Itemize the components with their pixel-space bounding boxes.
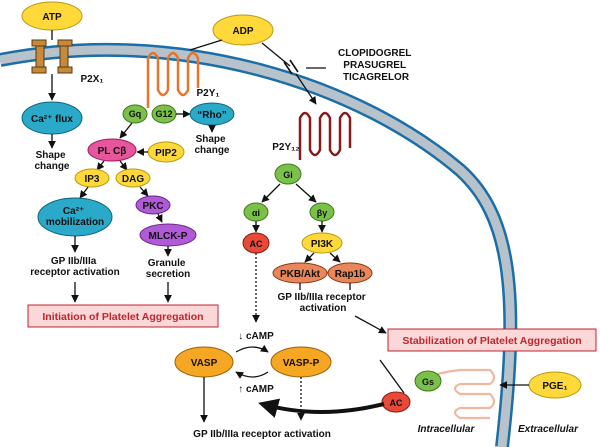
stabilization-box	[387, 328, 597, 352]
pge1-receptor	[419, 368, 496, 420]
ac2-label: AC	[390, 398, 403, 408]
adp-node	[212, 14, 274, 46]
gp-act-1-label: GP IIb/IIIa receptor activation	[30, 256, 119, 278]
initiation-box	[27, 304, 219, 328]
granule-label: Granule secretion	[146, 258, 190, 280]
alpha-i-label: αi	[252, 208, 260, 218]
pi3k-label: PI3K	[311, 239, 334, 250]
inhibit-bar-1	[283, 61, 293, 75]
pkc-label: PKC	[142, 201, 163, 212]
vasp-label: VASP	[191, 358, 218, 369]
inhibit-bar-2	[289, 59, 299, 73]
gp-act-2-l1: GP IIb/IIIa receptor	[278, 292, 366, 303]
pkc-to-mlck-arrow	[155, 213, 163, 223]
rho-label: “Rho”	[197, 110, 226, 121]
beta-y-label: βγ	[317, 208, 328, 218]
granule-l2: secretion	[146, 269, 190, 280]
ca-flux-label: Ca²⁺ flux	[31, 114, 73, 125]
shape-change-1-l2: change	[34, 161, 69, 172]
pi3k-to-rap-arrow	[329, 252, 341, 263]
vaspp-to-vasp-arrow	[235, 371, 269, 379]
ac2-node	[381, 391, 411, 413]
p2y1-receptor	[146, 51, 200, 108]
vaspp-label: VASP-P	[283, 358, 320, 369]
ac2-to-stab-line	[379, 359, 405, 394]
ip3-to-camob-arrow	[79, 186, 89, 199]
pip2-label: PIP2	[155, 148, 177, 159]
intracellular-label: Intracellular	[418, 424, 476, 435]
camp-up-label: ↑ cAMP	[238, 384, 274, 395]
gp2-to-stab-arrow	[354, 315, 387, 334]
extracellular-label: Extracellular	[518, 424, 579, 435]
vasp-to-vaspp-arrow	[235, 344, 269, 353]
plcb-to-ip3-arrow	[96, 160, 105, 171]
cell-membrane-inner	[0, 45, 515, 447]
gs-node	[414, 370, 442, 392]
adp-to-p2y12-line	[261, 42, 291, 67]
initiation-label: Initiation of Platelet Aggregation	[42, 311, 203, 323]
g12-label: G12	[155, 109, 172, 119]
camp-down-label: ↓ cAMP	[238, 331, 274, 342]
pi3k-node	[301, 232, 343, 254]
adp-to-p2y12-arrow	[295, 73, 317, 105]
ca-mob-l1: Ca²⁺	[63, 206, 84, 217]
p2y1-label: P2Y₁	[196, 88, 219, 99]
ip3-label: IP3	[84, 174, 99, 185]
gq-node	[122, 104, 148, 124]
ca-mob-label: Ca²⁺ mobilization	[46, 206, 104, 228]
ip3-node	[74, 168, 110, 188]
adp-label: ADP	[232, 26, 253, 37]
dag-label: DAG	[122, 174, 144, 185]
adp-to-p2y1-arrow	[189, 39, 223, 51]
stabilization-label: Stabilization of Platelet Aggregation	[402, 335, 581, 347]
atp-label: ATP	[42, 12, 62, 23]
drug-1: CLOPIDOGREL	[338, 48, 411, 59]
ca-mob-l2: mobilization	[46, 217, 104, 228]
p2y12-label: P2Y₁₂	[272, 142, 299, 153]
rap1b-label: Rap1b	[335, 269, 366, 280]
gi-to-beta-arrow	[295, 183, 317, 203]
pkb-label: PKB/Akt	[280, 269, 321, 280]
shape-change-1-label: Shape change	[34, 150, 69, 172]
drug-3: TICAGRELOR	[343, 72, 410, 83]
gq-label: Gq	[129, 109, 142, 119]
gp-act-1-l2: receptor activation	[30, 267, 119, 278]
p2x1-label: P2X₁	[80, 74, 103, 85]
gp-act-2-l2: activation	[300, 303, 347, 314]
shape-change-1-l1: Shape	[36, 150, 66, 161]
plcb-to-dag-arrow	[119, 160, 128, 171]
gp-act-3-label: GP IIb/IIIa receptor activation	[193, 429, 331, 440]
gp-act-1-l1: GP IIb/IIIa	[51, 256, 97, 267]
gs-label: Gs	[422, 377, 434, 387]
gi-label: Gi	[283, 170, 293, 180]
shape-change-2-l2: change	[194, 145, 229, 156]
mlckp-label: MLCK-P	[149, 231, 188, 242]
gi-to-alpha-arrow	[261, 183, 281, 203]
pge1-label: PGE₁	[542, 381, 567, 392]
ac1-label: AC	[250, 239, 263, 249]
pi3k-to-pkb-arrow	[304, 252, 315, 263]
plcb-node	[87, 138, 137, 162]
plcb-label: PL Cβ	[98, 146, 127, 157]
shape-change-2-label: Shape change	[194, 134, 229, 156]
drugs-label: CLOPIDOGREL PRASUGREL TICAGRELOR	[338, 48, 414, 83]
dag-to-pkc-arrow	[139, 186, 149, 197]
gq-to-plcb-arrow	[119, 122, 133, 139]
granule-l1: Granule	[148, 258, 186, 269]
gi-node	[274, 163, 302, 185]
dag-node	[115, 168, 151, 188]
p2x1-channel	[31, 39, 73, 74]
p2y12-receptor	[298, 111, 352, 160]
ac2-to-vasp-big-arrow	[258, 398, 385, 418]
gp-act-2-label: GP IIb/IIIa receptor activation	[278, 292, 369, 314]
shape-change-2-l1: Shape	[196, 134, 226, 145]
pkc-node	[135, 195, 171, 215]
drug-2: PRASUGREL	[343, 60, 406, 71]
